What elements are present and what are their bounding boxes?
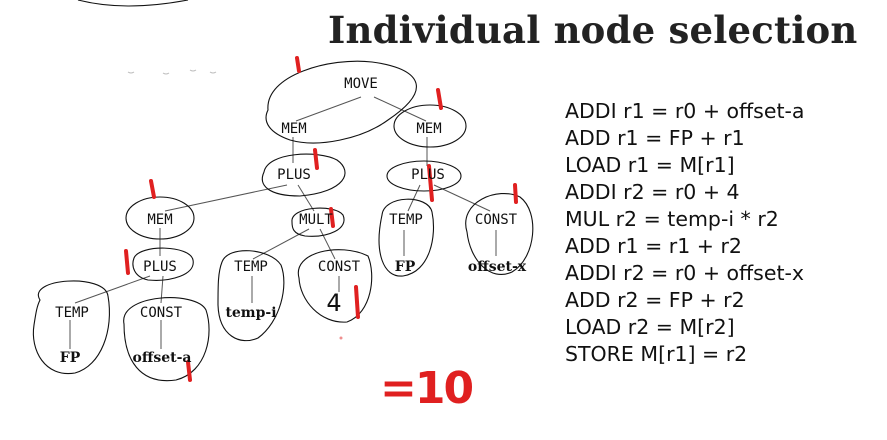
cost-mark-const-right [513,183,518,204]
instruction-line: MUL r2 = temp-i * r2 [565,207,779,231]
node-fp-left: FP [60,350,81,366]
node-const-left: CONST [140,305,183,321]
edge-move-mem-left [295,96,362,122]
edge-plus-temp-fp-right [407,184,421,212]
instruction-line: ADD r2 = FP + r2 [565,288,745,312]
edge-plus-mem-inner [164,184,288,212]
tile-circle-plus-left [261,153,346,197]
tile-outlines [32,0,534,382]
tile-circle-const-right [465,192,534,275]
node-four: 4 [326,289,341,317]
instruction-line: STORE M[r1] = r2 [565,342,748,366]
edge-plus-inner-temp-fp-left [74,275,151,304]
node-temp-i: TEMP [234,259,268,275]
node-plus-left: PLUS [277,167,311,183]
instruction-line: LOAD r1 = M[r1] [565,153,735,177]
ghost-marks [127,69,217,75]
tile-circle-mem-inner [125,196,195,240]
tile-circle-mult [291,207,345,237]
node-temp-fp-right: TEMP [389,212,423,228]
instruction-list: ADDI r1 = r0 + offset-a ADD r1 = FP + r1… [565,98,804,368]
cost-mark-plus-right [427,164,434,202]
edge-mult-const-4 [319,228,336,260]
slide-title: Individual node selection [328,8,858,52]
cost-mark-plus-inner [124,249,130,275]
node-plus-inner: PLUS [143,259,177,275]
total-cost-annotation: =10 [380,363,474,414]
tile-circle-mem-right [393,104,467,148]
edge-mult-temp-i [252,228,310,260]
node-mem-inner: MEM [147,212,172,228]
node-labels: MOVE MEM MEM PLUS PLUS MEM MULT TEMP FP … [55,76,527,366]
instruction-line: ADD r1 = r1 + r2 [565,234,742,258]
instruction-line: ADD r1 = FP + r1 [565,126,745,150]
cost-mark-mem-inner [149,179,156,199]
tile-circle-temp-fp-left [32,280,110,375]
instruction-line: ADDI r2 = r0 + 4 [565,180,740,204]
node-plus-right: PLUS [411,167,445,183]
cost-mark-plus-left [313,148,319,170]
node-temp-i-value: temp-i [225,305,276,321]
cost-mark-mult [329,207,335,228]
node-temp-fp-left: TEMP [55,305,89,321]
node-fp-right: FP [395,259,416,275]
cost-mark-move [295,56,301,73]
tile-circle-plus-right [386,160,462,192]
cost-mark-const-4 [354,285,360,319]
instruction-line: ADDI r2 = r0 + offset-x [565,261,805,285]
tile-circle-plus-inner [132,247,194,281]
node-mem-right: MEM [416,121,441,137]
tile-circle-temp-fp-right [378,198,435,277]
node-offset-a: offset-a [133,350,192,366]
instruction-line: LOAD r2 = M[r2] [565,315,735,339]
node-mult: MULT [299,212,333,228]
node-mem-left: MEM [281,121,306,137]
red-dot [339,336,343,340]
cost-mark-const-left [186,360,192,382]
node-offset-x: offset-x [468,259,527,275]
cost-mark-mem-right [436,88,443,110]
node-const-4: CONST [318,259,361,275]
tile-circle-temp-i [217,250,285,342]
tile-circle-const-left [123,297,210,382]
tile-circle-top-scrap [77,0,189,7]
edge-move-mem-right [373,96,427,122]
instruction-line: ADDI r1 = r0 + offset-a [565,99,805,123]
node-const-right: CONST [475,212,518,228]
node-move: MOVE [344,76,378,92]
cost-marks [124,56,518,382]
tile-circle-const-4 [297,249,373,323]
tile-circle-move-mem [265,60,417,144]
edge-plus-mult [297,184,315,212]
